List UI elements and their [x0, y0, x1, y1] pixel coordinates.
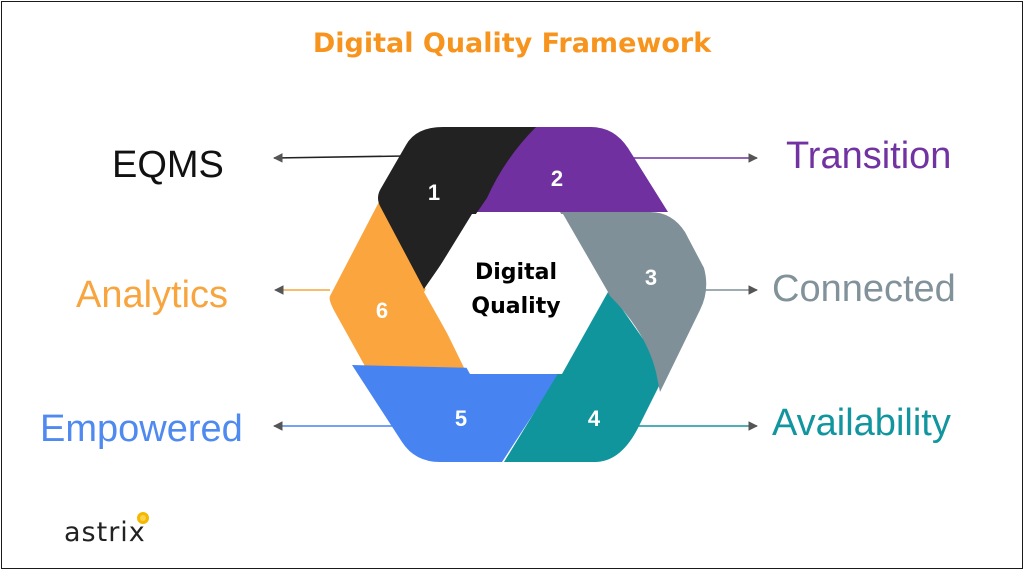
segment-number-3: 3	[645, 265, 657, 290]
segment-number-6: 6	[376, 298, 388, 323]
astrix-logo: astrix	[64, 509, 174, 553]
center-label-line1: Digital	[475, 260, 557, 285]
segment-1	[378, 127, 536, 289]
arrow-eqms	[273, 153, 406, 163]
center-hexagon	[424, 214, 608, 374]
segment-number-4: 4	[588, 406, 601, 431]
logo-mark	[137, 512, 149, 524]
segment-3	[560, 212, 707, 392]
label-eqms: EQMS	[112, 144, 224, 186]
segment-number-2: 2	[551, 166, 563, 191]
segment-4	[504, 290, 666, 462]
center-label-line2: Quality	[471, 294, 560, 319]
segment-number-1: 1	[428, 180, 440, 205]
segment-5	[352, 365, 562, 462]
segment-number-5: 5	[455, 406, 467, 431]
label-analytics: Analytics	[76, 274, 229, 316]
segment-6	[329, 198, 470, 380]
segment-2	[467, 127, 668, 212]
label-transition: Transition	[786, 135, 952, 177]
diagram-title: Digital Quality Framework	[312, 28, 712, 59]
label-availability: Availability	[772, 402, 951, 444]
label-connected: Connected	[772, 268, 956, 310]
logo-text: astrix	[64, 517, 146, 548]
label-empowered: Empowered	[40, 408, 243, 450]
